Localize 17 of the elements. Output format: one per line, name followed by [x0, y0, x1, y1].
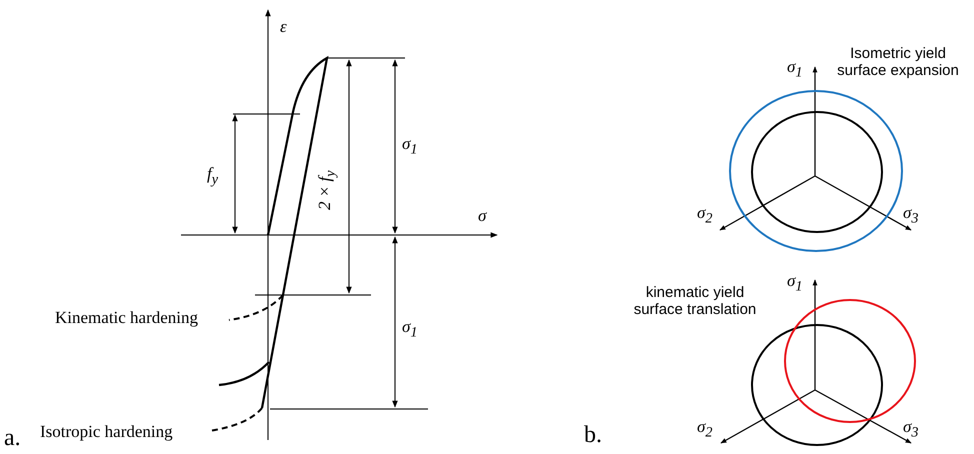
axis-label: σ$_{1}$	[787, 272, 802, 295]
axis-label: σ$_{2}$	[697, 418, 712, 441]
dimension-label: σ$_{1}$	[402, 135, 418, 158]
axis-label: σ$_{1}$	[787, 58, 802, 81]
axis-label: σ$_{3}$	[903, 204, 918, 227]
annotation-text: Isometric yield surface expansion	[836, 46, 960, 79]
curve-label: Isotropic hardening	[40, 423, 173, 442]
dimension-label: σ$_{1}$	[402, 318, 418, 341]
panel-label: b.	[584, 422, 602, 448]
axis-label: σ$_{3}$	[903, 418, 918, 441]
axis-label: σ$_{2}$	[697, 204, 712, 227]
dimension-label: f$_{y}$	[207, 165, 218, 188]
curve-label: Kinematic hardening	[55, 309, 198, 328]
axis-label: σ	[478, 207, 486, 226]
axis-label: ε	[280, 18, 287, 37]
annotation-text: kinematic yield surface translation	[632, 285, 758, 318]
panel-label: a.	[4, 425, 21, 452]
